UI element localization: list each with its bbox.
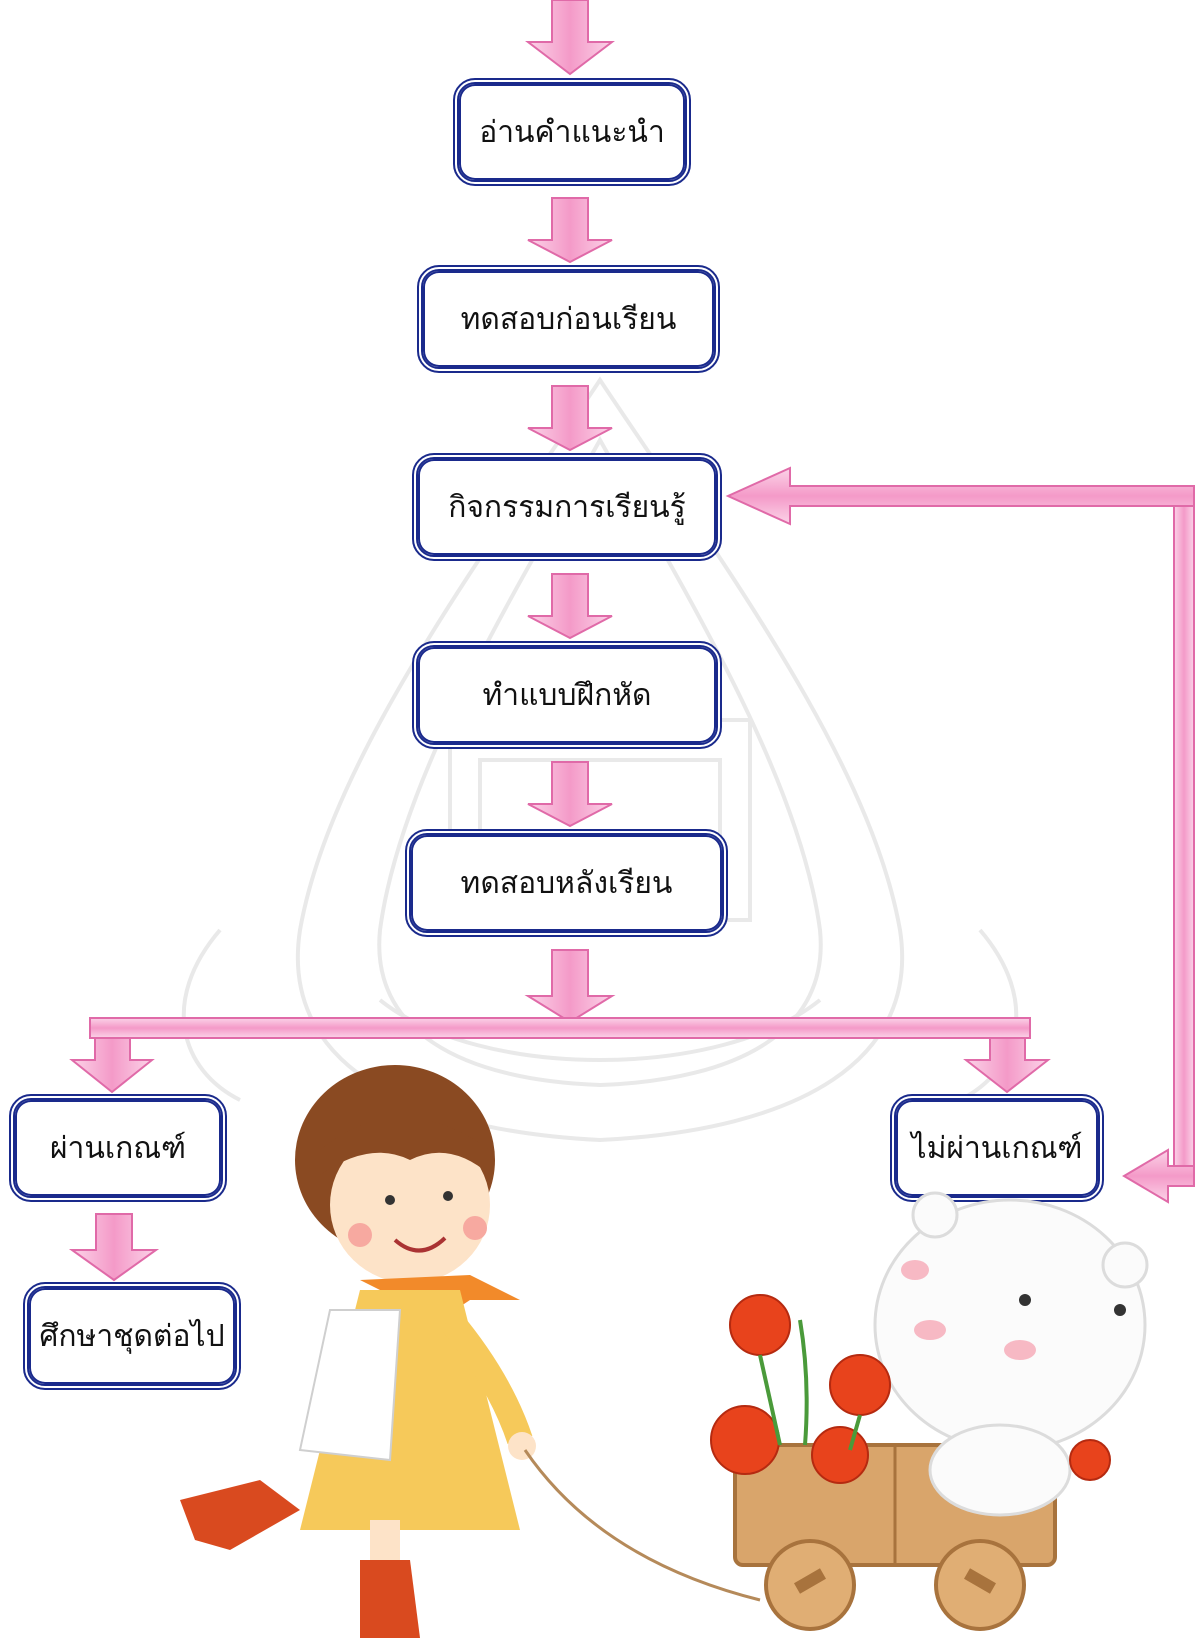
- node-next-set: ศึกษาชุดต่อไป: [23, 1282, 241, 1390]
- node-exercises: ทำแบบฝึกหัด: [412, 641, 722, 749]
- node-label: ไม่ผ่านเกณฑ์: [911, 1130, 1083, 1166]
- arrow-pass-to-next: [68, 1213, 160, 1282]
- node-label: ทดสอบหลังเรียน: [460, 865, 673, 901]
- node-label: ผ่านเกณฑ์: [49, 1130, 187, 1166]
- cart-rope: [523, 1449, 761, 1602]
- node-pretest: ทดสอบก่อนเรียน: [417, 265, 720, 373]
- node-read-instructions: อ่านคำแนะนำ: [453, 78, 691, 186]
- flower-stems: [758, 1319, 862, 1451]
- arrow-branch-to-fail: [963, 1037, 1051, 1094]
- girl-illustration: [180, 1065, 536, 1638]
- arrow-to-read-instructions: [525, 0, 615, 76]
- node-label: กิจกรรมการเรียนรู้: [448, 489, 686, 525]
- arrow-posttest-to-branch: [524, 949, 616, 1024]
- node-pass: ผ่านเกณฑ์: [9, 1094, 227, 1202]
- node-label: ทำแบบฝึกหัด: [482, 677, 652, 713]
- bear-illustration: [873, 1191, 1149, 1517]
- node-label: อ่านคำแนะนำ: [479, 114, 665, 150]
- arrow-read-to-pretest: [527, 197, 613, 264]
- branch-bar: [89, 1017, 1031, 1039]
- node-fail: ไม่ผ่านเกณฑ์: [890, 1094, 1104, 1202]
- node-learning-activities: กิจกรรมการเรียนรู้: [412, 453, 722, 561]
- node-posttest: ทดสอบหลังเรียน: [405, 829, 728, 937]
- arrow-branch-to-pass: [69, 1037, 155, 1094]
- node-label: ศึกษาชุดต่อไป: [39, 1318, 225, 1354]
- arrow-exercises-to-posttest: [527, 761, 613, 828]
- node-label: ทดสอบก่อนเรียน: [460, 301, 677, 337]
- arrow-pretest-to-learning: [527, 385, 613, 452]
- arrow-learning-to-exercises: [527, 573, 613, 640]
- arrow-fail-loop: [725, 466, 1195, 1204]
